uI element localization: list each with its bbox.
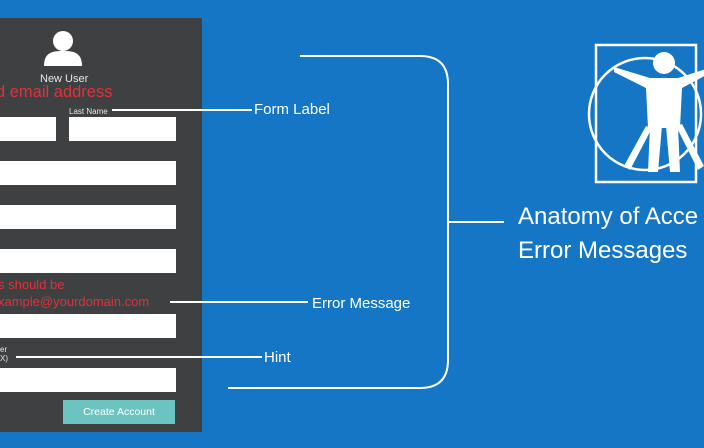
- heading-line-1: Anatomy of Acce: [518, 203, 699, 230]
- page-heading: Anatomy of Acce Error Messages: [518, 200, 698, 268]
- registration-form: New User d email address Last Name s sho…: [0, 18, 202, 432]
- phone-input[interactable]: [0, 368, 176, 392]
- form-field-4[interactable]: [0, 205, 176, 229]
- hint-annotation: Hint: [264, 349, 291, 366]
- error-message-annotation: Error Message: [312, 295, 411, 312]
- form-field-5[interactable]: [0, 249, 176, 273]
- heading-line-2: Error Messages: [518, 237, 688, 264]
- email-error-line-2: xample@yourdomain.com: [0, 294, 150, 309]
- email-error-line-1: s should be: [0, 277, 65, 292]
- user-avatar-icon: [44, 31, 82, 66]
- form-error-summary: d email address: [0, 83, 113, 101]
- first-name-input[interactable]: [0, 117, 56, 141]
- last-name-input[interactable]: [69, 117, 176, 141]
- form-title: New User: [40, 73, 89, 85]
- form-label-annotation: Form Label: [254, 101, 330, 118]
- phone-label: er: [0, 345, 8, 354]
- phone-hint: X): [0, 354, 8, 363]
- form-field-3[interactable]: [0, 161, 176, 185]
- email-input[interactable]: [0, 314, 176, 338]
- create-account-button[interactable]: Create Account: [63, 400, 175, 424]
- vitruvian-man-icon: [587, 43, 704, 184]
- last-name-label: Last Name: [69, 107, 108, 116]
